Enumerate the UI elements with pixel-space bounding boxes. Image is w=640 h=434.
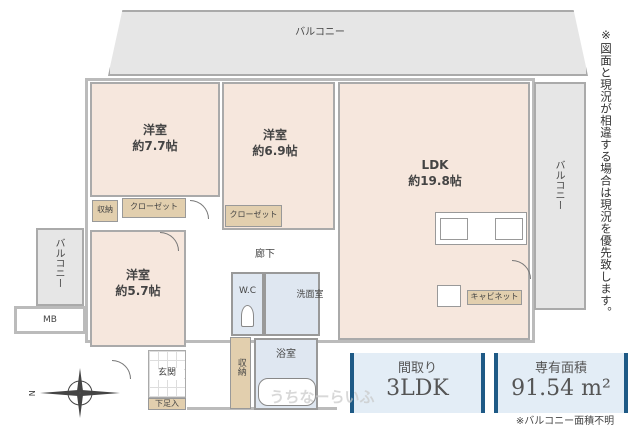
fridge-space — [437, 285, 461, 307]
storage-1 — [92, 200, 118, 222]
toilet — [241, 305, 254, 327]
kitchen-counter — [435, 212, 527, 245]
layout-value: 3LDK — [386, 376, 449, 401]
room-size: 約7.7帖 — [132, 138, 178, 153]
wc — [231, 272, 264, 336]
balcony-right-label: バルコニー — [553, 160, 564, 210]
room-size: 約5.7帖 — [115, 283, 161, 298]
room-western-1-label: 洋室約7.7帖 — [120, 123, 190, 154]
room-size: 約6.9帖 — [252, 143, 298, 158]
room-name: LDK — [421, 158, 449, 172]
entrance-label: 玄関 — [150, 368, 184, 380]
compass-north-label: N — [27, 390, 37, 397]
room-name: 洋室 — [262, 128, 287, 142]
stove — [495, 218, 523, 240]
storage-2-label: 収納 — [235, 358, 246, 376]
notice-text: ※図面と現況が相違する場合は現況を優先致します。 — [598, 28, 613, 319]
room-name: 洋室 — [125, 268, 150, 282]
room-name: 洋室 — [142, 123, 167, 137]
area-note: ※バルコニー面積不明 — [515, 416, 615, 427]
bathtub — [258, 378, 316, 406]
watermark: うちなーらいふ — [269, 388, 375, 406]
mb-box — [14, 306, 86, 334]
layout-label: 間取り — [397, 361, 437, 376]
closet-1 — [122, 198, 186, 218]
cabinet-label: キャビネット — [470, 292, 519, 301]
balcony-left — [36, 228, 84, 306]
balcony-top — [108, 10, 588, 76]
closet-1-label: クローゼット — [130, 202, 178, 211]
room-size: 約19.8帖 — [408, 173, 462, 188]
sink — [440, 218, 468, 240]
balcony-top-label: バルコニー — [295, 27, 345, 38]
balcony-right — [534, 82, 586, 310]
area-label: 専有面積 — [534, 361, 587, 376]
room-western-1 — [90, 82, 220, 197]
cabinet — [467, 290, 522, 305]
compass-icon — [40, 368, 120, 418]
washroom-label: 洗面室 — [296, 290, 324, 300]
bathroom-label: 浴室 — [276, 349, 296, 360]
mb-label: MB — [43, 315, 57, 325]
balcony-left-label: バルコニー — [53, 238, 64, 288]
closet-2 — [225, 205, 282, 227]
area-value: 91.54 m² — [511, 376, 611, 401]
area-box: 専有面積 91.54 m² — [494, 353, 628, 413]
storage-2 — [230, 337, 251, 409]
hallway-label: 廊下 — [255, 249, 275, 260]
room-western-3-label: 洋室約5.7帖 — [103, 268, 173, 299]
layout-box: 間取り 3LDK — [350, 353, 485, 413]
storage-1-label: 収納 — [97, 205, 113, 214]
room-western-2-label: 洋室約6.9帖 — [240, 128, 310, 159]
wc-label: W.C — [238, 286, 256, 296]
washroom — [264, 272, 320, 336]
closet-2-label: クローゼット — [229, 210, 278, 219]
shoe-cabinet-label: 下足入 — [155, 399, 179, 408]
shoe-cabinet — [148, 398, 186, 410]
